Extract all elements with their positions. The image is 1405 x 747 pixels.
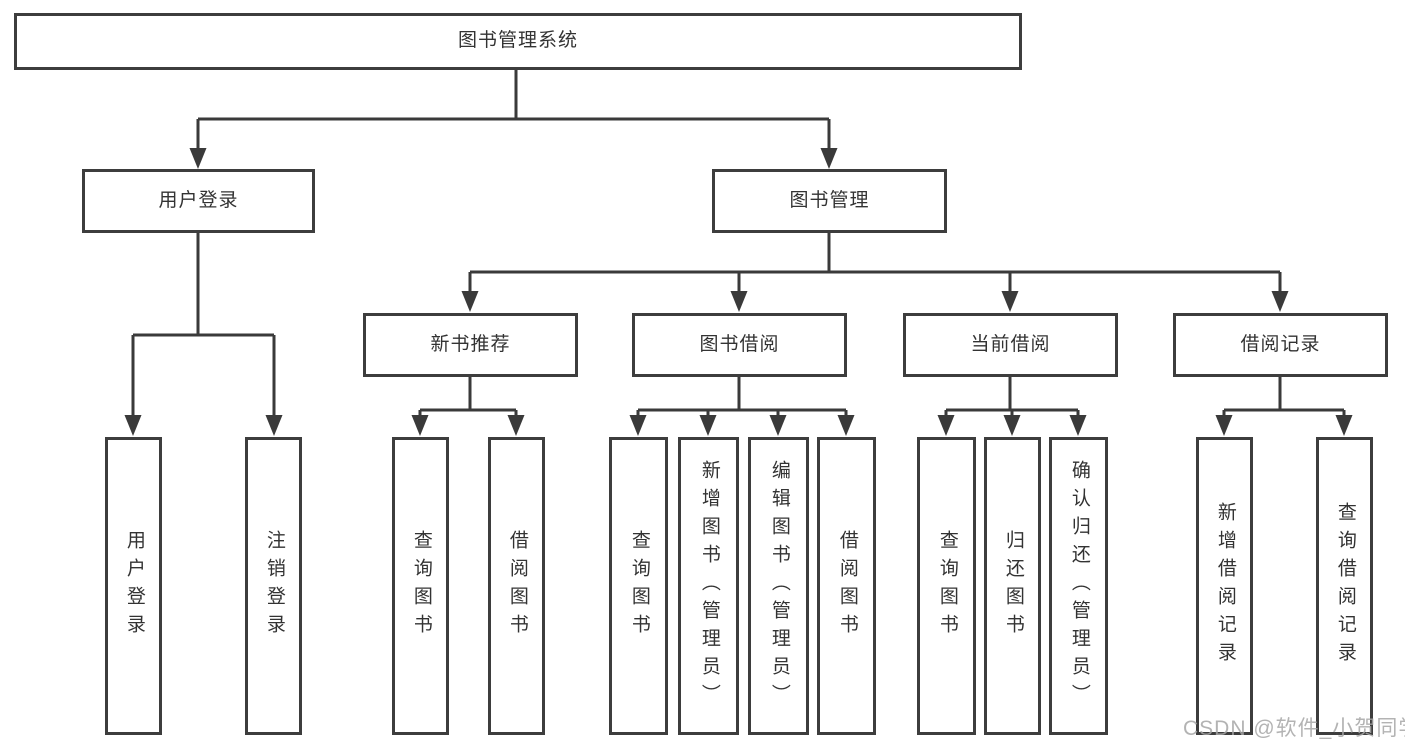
node-book-management: 图书管理 [712, 169, 947, 233]
leaf-query-books-borrow: 查询图书 [609, 437, 668, 735]
leaf-borrow-books: 借阅图书 [817, 437, 876, 735]
leaf-query-books-recommend: 查询图书 [392, 437, 449, 735]
node-current-borrow: 当前借阅 [903, 313, 1118, 377]
leaf-return-books: 归还图书 [984, 437, 1041, 735]
node-root: 图书管理系统 [14, 13, 1022, 70]
leaf-edit-book-admin: 编辑图书（管理员） [748, 437, 809, 735]
node-user-login: 用户登录 [82, 169, 315, 233]
leaf-user-login: 用户登录 [105, 437, 162, 735]
leaf-query-books-current: 查询图书 [917, 437, 976, 735]
watermark: CSDN @软件_小贺同学 [1183, 717, 1405, 740]
leaf-confirm-return-admin: 确认归还（管理员） [1049, 437, 1108, 735]
node-new-book-recommend: 新书推荐 [363, 313, 578, 377]
leaf-add-book-admin: 新增图书（管理员） [678, 437, 739, 735]
node-borrow-records: 借阅记录 [1173, 313, 1388, 377]
node-book-borrow: 图书借阅 [632, 313, 847, 377]
leaf-borrow-books-recommend: 借阅图书 [488, 437, 545, 735]
leaf-logout: 注销登录 [245, 437, 302, 735]
leaf-add-borrow-record: 新增借阅记录 [1196, 437, 1253, 735]
leaf-query-borrow-record: 查询借阅记录 [1316, 437, 1373, 735]
